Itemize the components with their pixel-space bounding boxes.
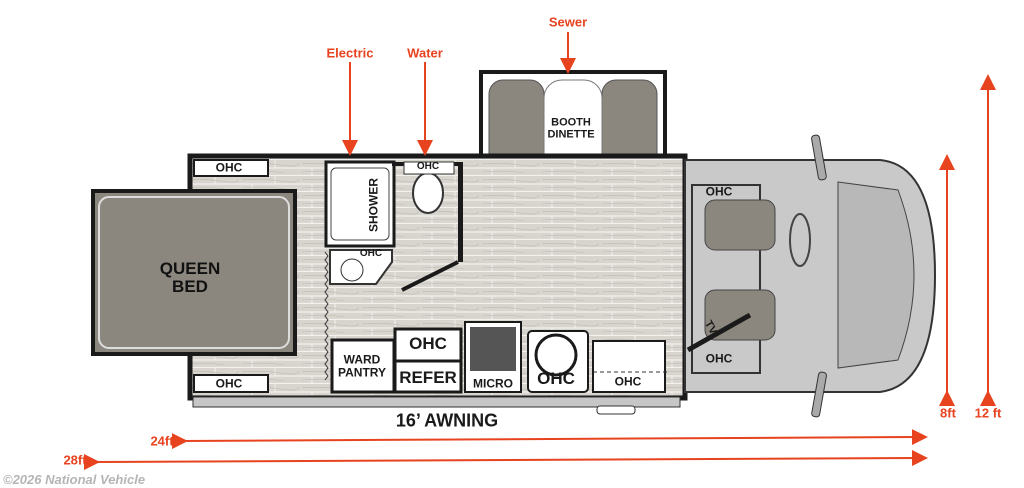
booth-dinette-label: BOOTH DINETTE (547, 116, 595, 140)
ohc-label: OHC (215, 160, 243, 175)
ohc-label: OHC (614, 374, 642, 389)
queen-bed-label: QUEEN BED (159, 259, 221, 296)
refer-label: REFER (399, 368, 457, 388)
ohc-label: OHC (215, 376, 243, 391)
toilet (412, 172, 444, 214)
length-28ft-label: 28ft (63, 452, 87, 468)
ohc-label: OHC (409, 334, 447, 354)
watermark: ©2026 National Vehicle (3, 472, 146, 487)
awning-label: 16’ AWNING (395, 410, 499, 431)
water-label: Water (407, 45, 443, 61)
counter (592, 340, 666, 393)
ohc-label: OHC (537, 369, 575, 389)
sewer-label: Sewer (548, 14, 588, 30)
width-12ft-label: 12 ft (974, 405, 1002, 421)
ward-pantry (330, 338, 396, 394)
cab-seat-passenger (704, 289, 776, 341)
ward-pantry-label: WARD PANTRY (338, 352, 386, 379)
awning-bar (192, 396, 681, 408)
length-24ft-label: 24ft (150, 433, 174, 449)
width-8ft-label: 8ft (940, 405, 956, 421)
electric-label: Electric (326, 45, 374, 61)
cab-seat-driver (704, 199, 776, 251)
ohc-label: OHC (705, 351, 733, 366)
ohc-label: OHC (416, 160, 440, 172)
shower-label: SHOWER (366, 178, 381, 232)
micro-label: MICRO (473, 376, 513, 391)
ohc-label: OHC (359, 247, 383, 259)
ohc-label: OHC (705, 184, 733, 199)
